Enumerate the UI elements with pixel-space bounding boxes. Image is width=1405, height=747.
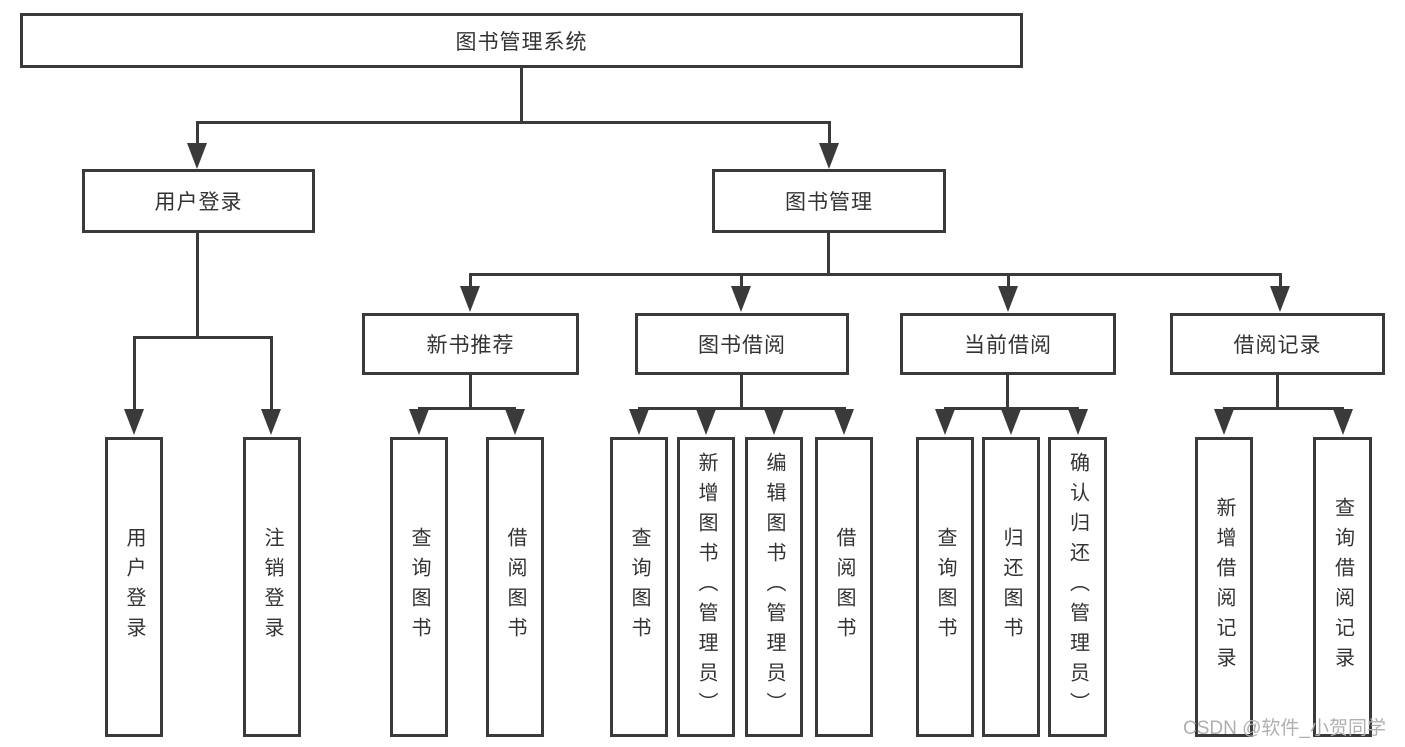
arrowhead-to-borrow-books-1	[505, 409, 525, 435]
leaf-borrow-books-1: 借阅图书	[486, 437, 544, 737]
connector-user-login-rail	[133, 336, 273, 339]
connector-book-mgmt-stem	[827, 233, 830, 273]
arrowhead-to-edit-book-admin	[764, 409, 784, 435]
leaf-logout: 注销登录	[243, 437, 301, 737]
arrowhead-to-current-borrow	[998, 286, 1018, 312]
leaf-confirm-return-admin: 确认归还（管理员）	[1048, 437, 1107, 737]
connector-book-mgmt-drop-2	[740, 273, 743, 286]
arrowhead-to-user-login	[187, 143, 207, 169]
connector-user-login-stem	[196, 233, 199, 336]
connector-user-login-drop-left	[133, 336, 136, 410]
leaf-query-books-2: 查询图书	[610, 437, 668, 737]
arrowhead-to-book-borrow	[731, 286, 751, 312]
node-book-borrow: 图书借阅	[635, 313, 849, 375]
leaf-add-borrow-record: 新增借阅记录	[1195, 437, 1253, 737]
leaf-borrow-books-2: 借阅图书	[815, 437, 873, 737]
arrowhead-to-leaf-logout	[261, 409, 281, 435]
arrowhead-to-add-borrow-record	[1214, 409, 1234, 435]
connector-book-borrow-rail	[638, 407, 846, 410]
connector-new-book-rail	[418, 407, 516, 410]
connector-book-mgmt-drop-3	[1007, 273, 1010, 286]
arrowhead-to-query-books-1	[409, 409, 429, 435]
leaf-edit-book-admin: 编辑图书（管理员）	[745, 437, 803, 737]
arrowhead-to-borrow-records	[1270, 286, 1290, 312]
arrowhead-to-add-book-admin	[696, 409, 716, 435]
arrowhead-to-leaf-user-login	[124, 409, 144, 435]
leaf-add-book-admin: 新增图书（管理员）	[677, 437, 735, 737]
connector-current-borrow-stem	[1006, 375, 1009, 407]
connector-current-borrow-rail	[944, 407, 1079, 410]
arrowhead-to-query-books-2	[629, 409, 649, 435]
connector-book-borrow-stem	[740, 375, 743, 407]
leaf-query-borrow-record: 查询借阅记录	[1313, 437, 1372, 737]
arrowhead-to-return-book	[1001, 409, 1021, 435]
csdn-watermark: CSDN @软件_小贺同学	[1183, 718, 1386, 739]
arrowhead-to-confirm-return-admin	[1068, 409, 1088, 435]
connector-user-login-drop-right	[270, 336, 273, 410]
node-book-management: 图书管理	[712, 169, 946, 233]
leaf-query-books-3: 查询图书	[916, 437, 974, 737]
connector-borrow-records-stem	[1276, 375, 1279, 407]
arrowhead-to-query-borrow-record	[1333, 409, 1353, 435]
connector-borrow-records-rail	[1223, 407, 1344, 410]
connector-book-mgmt-drop-1	[469, 273, 472, 286]
leaf-return-book: 归还图书	[982, 437, 1040, 737]
arrowhead-to-new-book-recommend	[460, 286, 480, 312]
connector-root-rail	[196, 121, 831, 124]
connector-root-stem	[520, 68, 523, 121]
node-root: 图书管理系统	[20, 13, 1023, 68]
leaf-query-books-1: 查询图书	[390, 437, 448, 737]
node-user-login: 用户登录	[82, 169, 315, 233]
connector-root-drop-right	[828, 121, 831, 145]
connector-new-book-stem	[469, 375, 472, 407]
connector-book-mgmt-drop-4	[1279, 273, 1282, 286]
connector-book-mgmt-rail	[469, 273, 1282, 276]
node-borrow-records: 借阅记录	[1170, 313, 1385, 375]
connector-root-drop-left	[196, 121, 199, 145]
node-current-borrow: 当前借阅	[900, 313, 1116, 375]
arrowhead-to-borrow-books-2	[834, 409, 854, 435]
node-new-book-recommend: 新书推荐	[362, 313, 579, 375]
leaf-user-login: 用户登录	[105, 437, 163, 737]
arrowhead-to-book-management	[819, 143, 839, 169]
arrowhead-to-query-books-3	[935, 409, 955, 435]
